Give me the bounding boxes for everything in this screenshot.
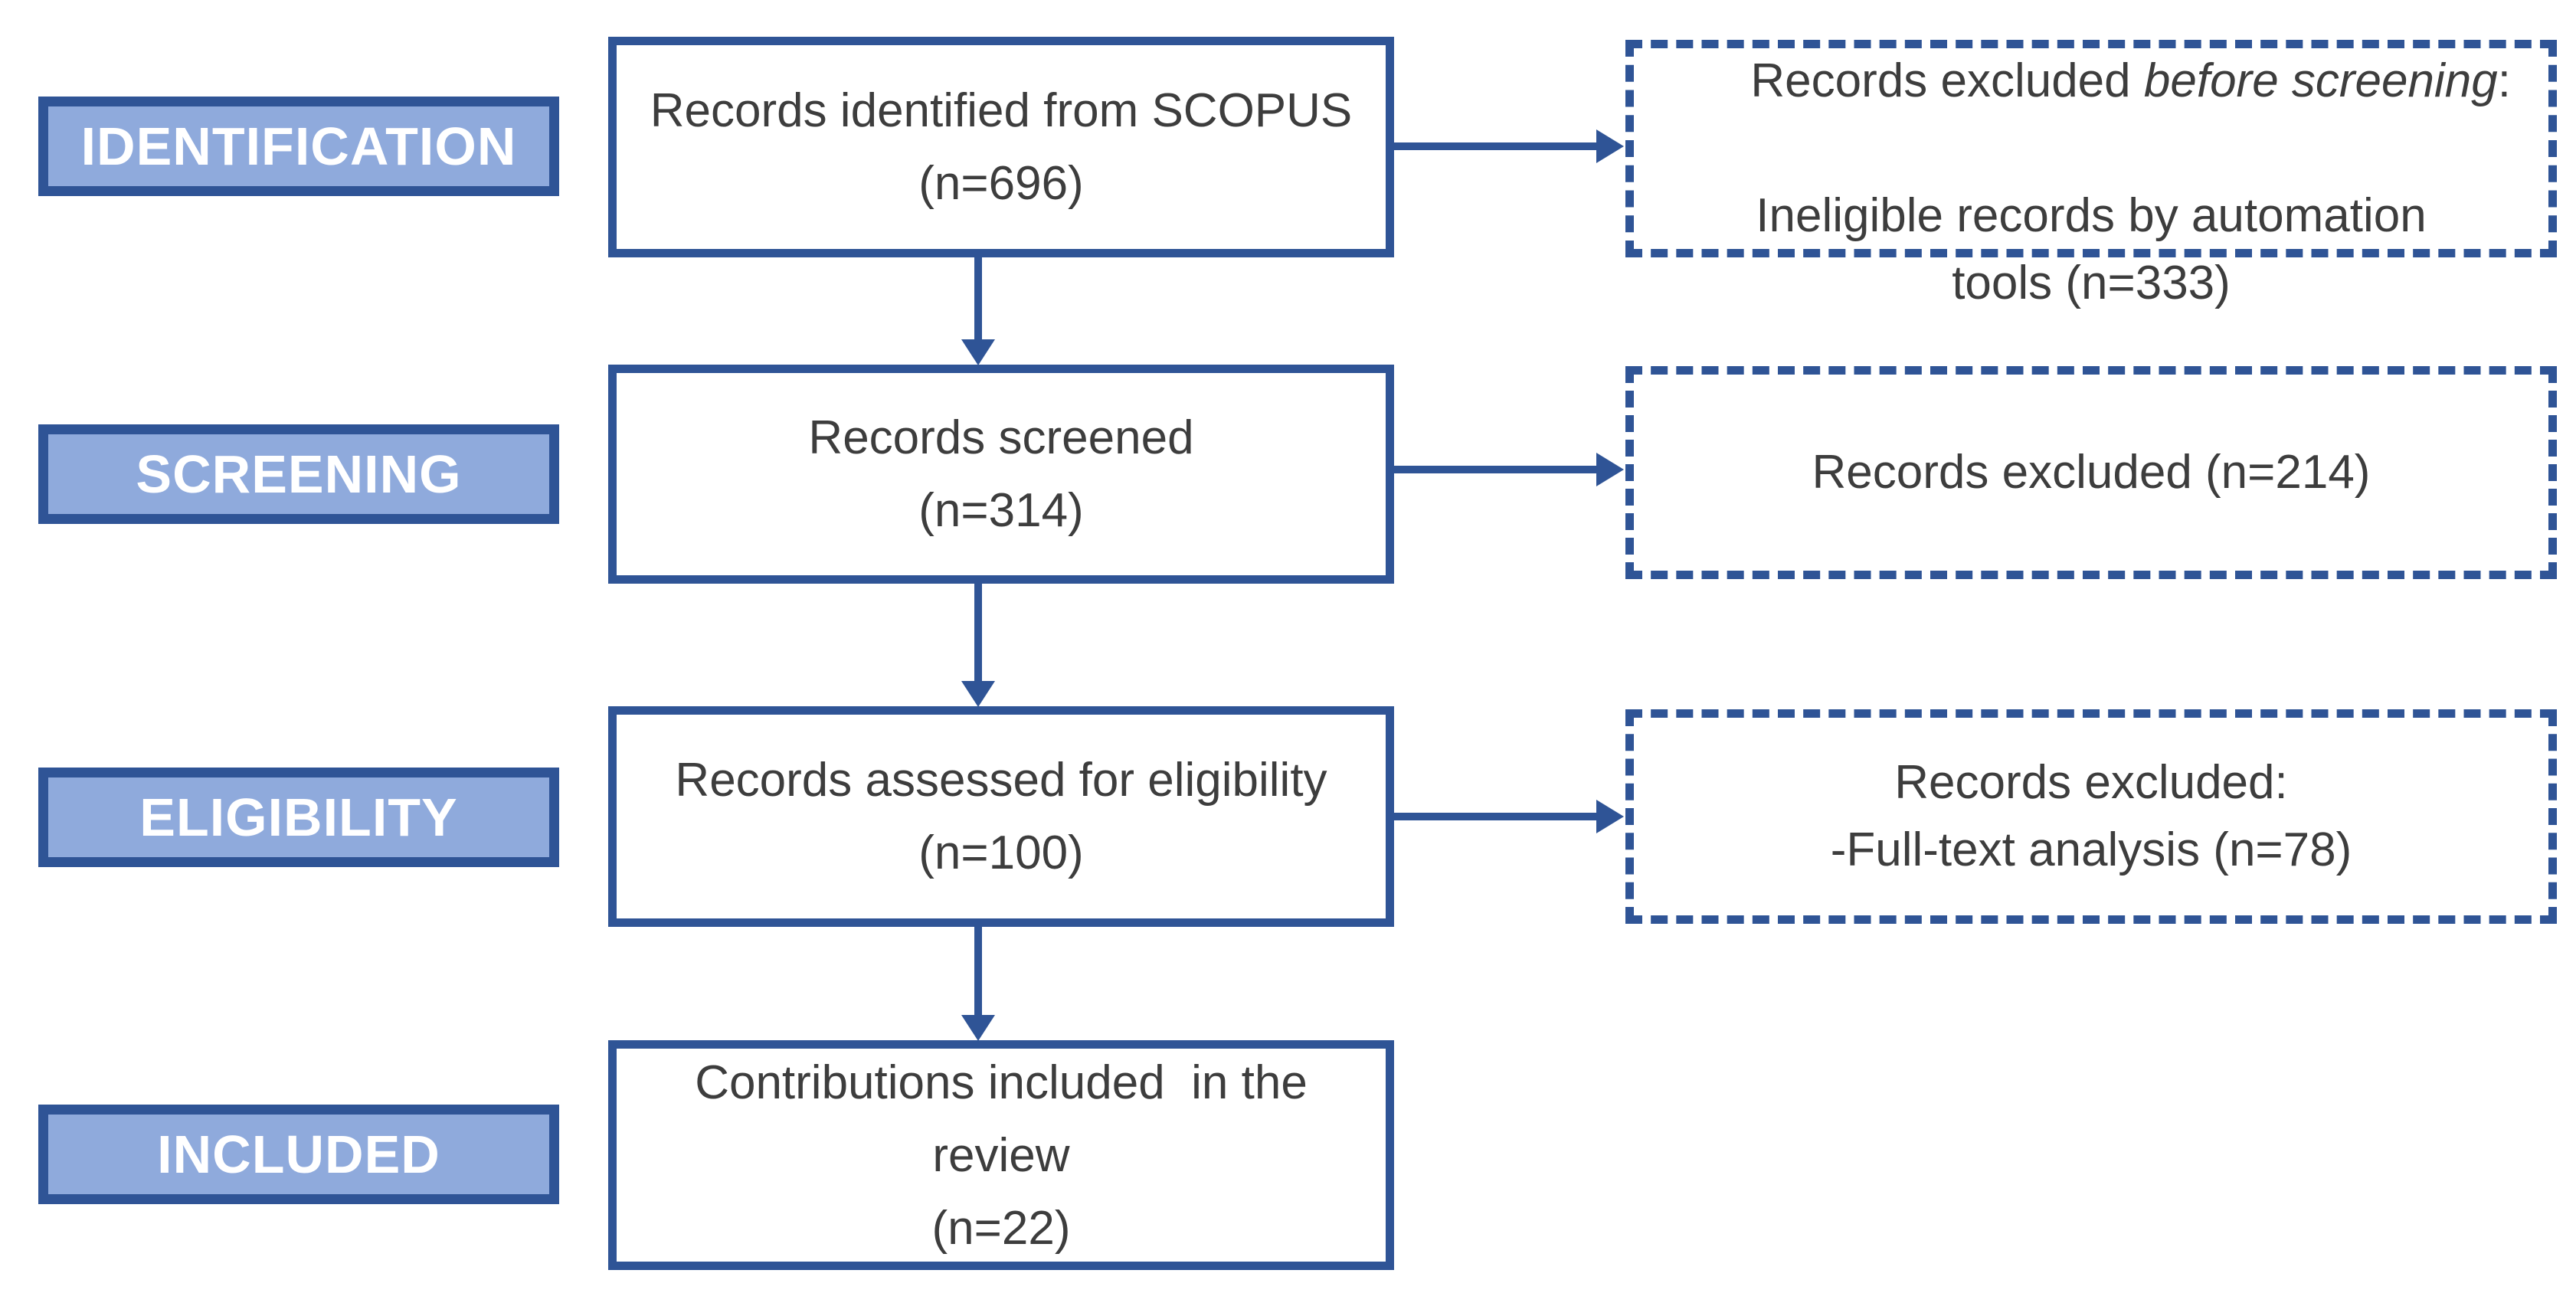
- arrow-head-down: [961, 1015, 995, 1041]
- arrow-head-down: [961, 681, 995, 707]
- arrow-right-assessed-to-excluded: [1394, 800, 1624, 833]
- box-records-assessed: Records assessed for eligibility (n=100): [608, 706, 1394, 927]
- box-text-line: Records excluded:: [1894, 756, 2288, 809]
- stage-label-identification: IDENTIFICATION: [38, 97, 559, 196]
- box-text-line: Contributions included in the: [695, 1056, 1308, 1109]
- arrow-shaft: [1394, 466, 1601, 473]
- box-count-line: tools (n=333): [1952, 257, 2231, 309]
- box-count-line: (n=696): [918, 157, 1084, 210]
- box-records-identified: Records identified from SCOPUS (n=696): [608, 37, 1394, 257]
- box-contributions-included: Contributions included in the review (n=…: [608, 1040, 1394, 1270]
- stage-label-screening: SCREENING: [38, 424, 559, 524]
- box-count-line: (n=100): [918, 827, 1084, 879]
- arrow-shaft: [974, 257, 982, 342]
- box-text-line: Records screened: [808, 411, 1194, 464]
- arrow-down-eligibility-to-included: [961, 927, 995, 1041]
- arrow-head-right: [1596, 129, 1624, 163]
- stage-label-text: ELIGIBILITY: [139, 787, 458, 847]
- box-count-line: (n=22): [931, 1201, 1071, 1255]
- excluded-text-plain: Records excluded: [1750, 54, 2144, 107]
- box-excluded-before-screening: Records excluded before screening: Ineli…: [1625, 40, 2557, 309]
- box-text-line: Records assessed for eligibility: [675, 754, 1327, 807]
- stage-label-text: SCREENING: [136, 444, 462, 504]
- box-records-screened: Records screened (n=314): [608, 365, 1394, 584]
- arrow-down-identification-to-screening: [961, 257, 995, 365]
- arrow-shaft: [974, 927, 982, 1018]
- excluded-text-italic: before screening: [2143, 54, 2498, 107]
- box-count-line: Records excluded (n=214): [1812, 446, 2371, 499]
- arrow-head-right: [1596, 800, 1624, 833]
- stage-label-text: INCLUDED: [157, 1124, 440, 1184]
- stage-label-included: INCLUDED: [38, 1105, 559, 1204]
- arrow-head-down: [961, 339, 995, 365]
- box-records-excluded-eligibility: Records excluded: -Full-text analysis (n…: [1625, 709, 2557, 924]
- arrow-down-screening-to-eligibility: [961, 584, 995, 707]
- arrow-shaft: [1394, 142, 1601, 150]
- stage-label-eligibility: ELIGIBILITY: [38, 768, 559, 867]
- arrow-head-right: [1596, 453, 1624, 486]
- arrow-right-identified-to-excluded: [1394, 129, 1624, 163]
- box-text-line: Records identified from SCOPUS: [650, 84, 1353, 137]
- excluded-text-plain: :: [2497, 54, 2511, 107]
- box-text-line: Records excluded before screening:: [1671, 0, 2511, 182]
- box-count-line: -Full-text analysis (n=78): [1830, 823, 2352, 876]
- box-text-line: review: [932, 1128, 1070, 1182]
- box-count-line: (n=314): [918, 484, 1084, 537]
- box-records-excluded-screening: Records excluded (n=214): [1625, 366, 2557, 579]
- arrow-shaft: [974, 584, 982, 684]
- box-text-line: Ineligible records by automation: [1756, 189, 2427, 242]
- stage-label-text: IDENTIFICATION: [80, 116, 517, 176]
- arrow-shaft: [1394, 813, 1601, 820]
- arrow-right-screened-to-excluded: [1394, 453, 1624, 486]
